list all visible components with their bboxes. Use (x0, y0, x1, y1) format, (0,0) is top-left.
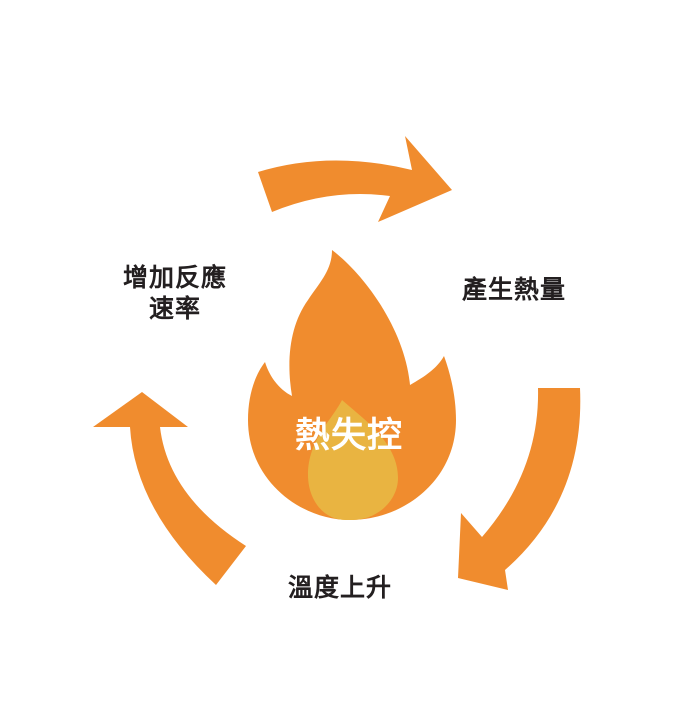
step-label-increase-rate-line1: 增加反應 (122, 263, 227, 292)
step-label-temperature-rise: 溫度上升 (288, 573, 393, 602)
flame-icon (248, 250, 456, 520)
step-label-produce-heat: 產生熱量 (462, 275, 567, 304)
flame-inner (308, 400, 398, 520)
cycle-arrow-top (258, 136, 452, 222)
center-label-thermal-runaway: 熱失控 (294, 416, 403, 456)
flame-outer (248, 250, 456, 520)
step-label-increase-rate-line2: 速率 (148, 294, 201, 323)
cycle-arrow-right (458, 388, 581, 590)
step-label-increase-rate: 增加反應 速率 (100, 262, 250, 324)
cycle-arrow-left (93, 392, 246, 585)
